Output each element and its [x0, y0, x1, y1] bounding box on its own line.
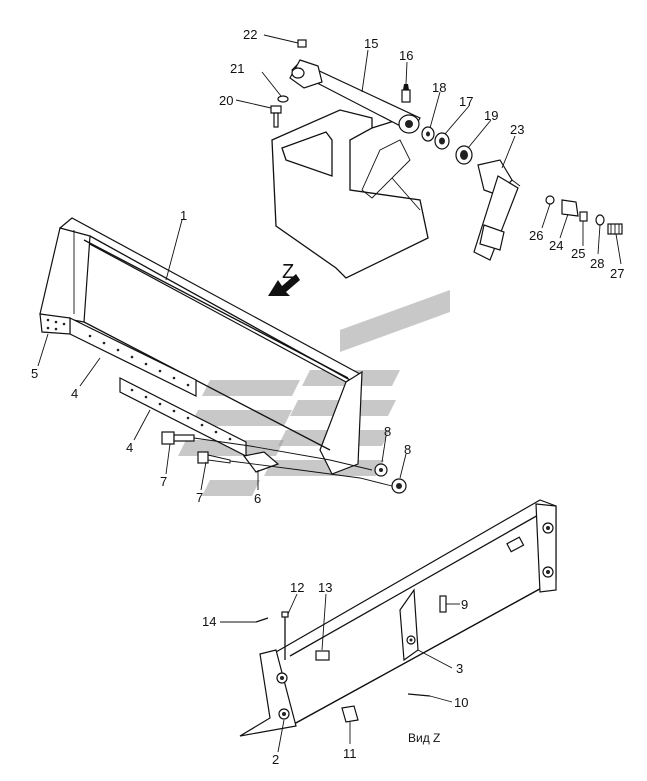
grease-fitting-16	[401, 84, 411, 103]
washer-28	[595, 214, 605, 226]
leader-lines	[37, 34, 622, 753]
callout-2: 2	[272, 752, 279, 767]
callout-19: 19	[484, 108, 498, 123]
callout-4-lower: 4	[126, 440, 133, 455]
bolt-7-lower	[197, 451, 231, 464]
view-direction-arrow: Z	[268, 261, 300, 296]
plate-6	[242, 451, 280, 473]
bolt-13	[315, 650, 330, 661]
seal-19	[455, 145, 473, 165]
callout-3: 3	[456, 661, 463, 676]
callout-7-upper: 7	[160, 474, 167, 489]
edge-holes	[46, 318, 232, 441]
washer-21	[277, 95, 289, 103]
callout-16: 16	[399, 48, 413, 63]
bolt-27	[607, 223, 623, 235]
assembly-lines	[193, 437, 393, 487]
callout-1: 1	[180, 208, 187, 223]
bushing-17	[434, 132, 450, 150]
bolt-7-upper	[161, 431, 195, 445]
callout-13: 13	[318, 580, 332, 595]
callout-12: 12	[290, 580, 304, 595]
callout-23: 23	[510, 122, 524, 137]
clip-11	[341, 705, 359, 723]
callout-18: 18	[432, 80, 446, 95]
blade-1	[39, 217, 363, 475]
callout-6: 6	[254, 491, 261, 506]
callout-28: 28	[590, 256, 604, 271]
push-arm-15	[289, 59, 421, 134]
pin-10	[407, 693, 431, 697]
callout-8-lower: 8	[404, 442, 411, 457]
shim-25	[579, 211, 588, 222]
callout-25: 25	[571, 246, 585, 261]
nut-8-lower	[391, 478, 407, 494]
pin-12	[281, 611, 289, 660]
callout-22: 22	[243, 27, 257, 42]
bushing-18	[421, 126, 435, 142]
callout-26: 26	[529, 228, 543, 243]
cap-24	[561, 199, 579, 217]
end-bit-5	[39, 313, 71, 335]
callout-9: 9	[461, 597, 468, 612]
callout-24: 24	[549, 238, 563, 253]
callout-8-upper: 8	[384, 424, 391, 439]
callout-7-lower: 7	[196, 490, 203, 505]
pin-14	[255, 617, 269, 623]
fitting-22	[297, 39, 307, 48]
nut-8-upper	[374, 463, 388, 477]
callout-11: 11	[343, 746, 357, 761]
bolt-20	[270, 105, 282, 128]
callout-4-upper: 4	[71, 386, 78, 401]
callout-10: 10	[454, 695, 468, 710]
callout-21: 21	[230, 61, 244, 76]
callout-14: 14	[202, 614, 216, 629]
watermark-logo	[178, 290, 450, 496]
pin-9	[439, 595, 447, 613]
callout-20: 20	[219, 93, 233, 108]
view-caption: Вид Z	[408, 731, 440, 745]
end-plate-2	[239, 649, 297, 737]
callout-5: 5	[31, 366, 38, 381]
washer-26	[545, 195, 555, 205]
trunnion-23	[473, 159, 521, 261]
tractor-frame	[271, 109, 429, 279]
callout-17: 17	[459, 94, 473, 109]
callout-27: 27	[610, 266, 624, 281]
callout-labels: 22 15 16 21 18 17 19 23 20 1 26 24 25 28…	[31, 27, 624, 767]
direction-label: Z	[282, 261, 294, 283]
callout-15: 15	[364, 36, 378, 51]
